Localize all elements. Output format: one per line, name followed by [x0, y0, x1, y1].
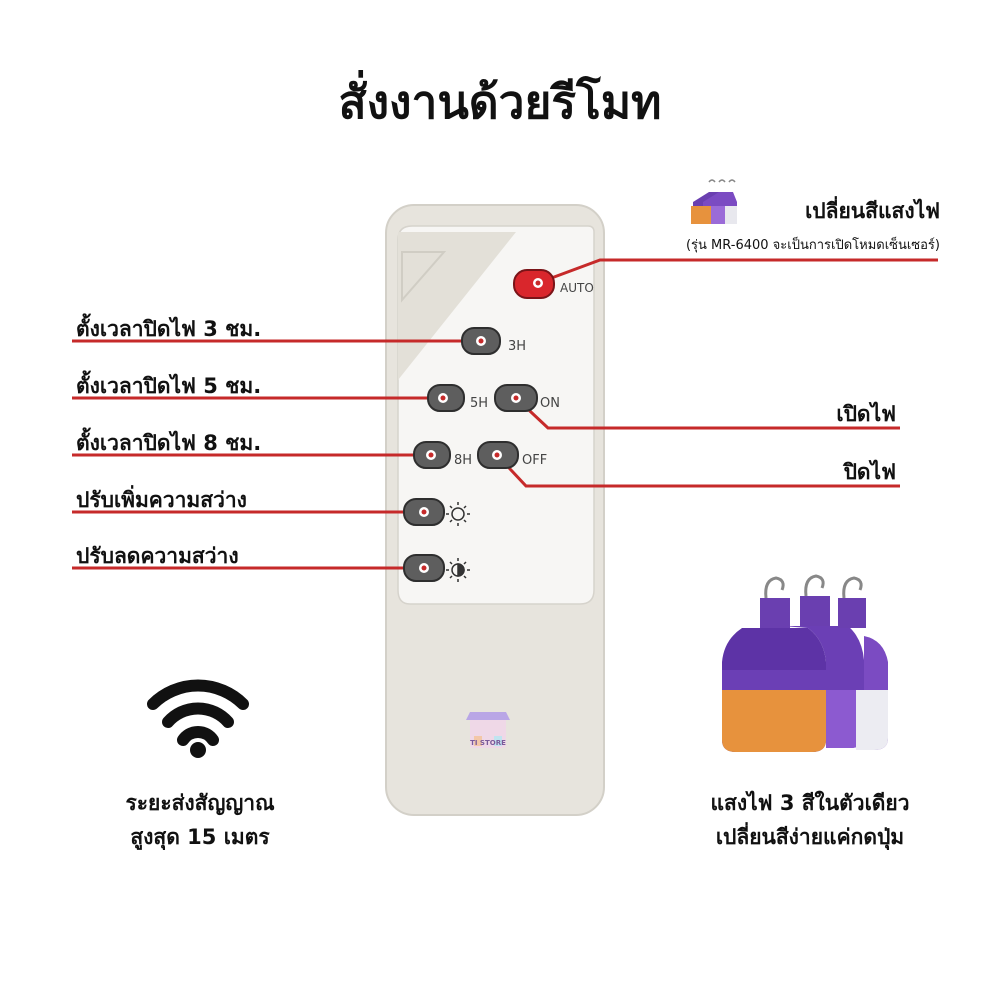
- sun-icon: [446, 502, 470, 526]
- range-line-2: สูงสุด 15 เมตร: [130, 825, 270, 849]
- button-brightness-down[interactable]: [403, 554, 445, 582]
- button-5h[interactable]: [427, 384, 465, 412]
- label-change-color: เปลี่ยนสีแสงไฟ: [805, 199, 940, 223]
- wifi-dot: [190, 742, 206, 758]
- label-brightness-up: ปรับเพิ่มความสว่าง: [76, 488, 247, 512]
- remote-accent: [398, 232, 516, 380]
- label-change-color-note: (รุ่น MR-6400 จะเป็นการเปิดโหมดเซ็นเซอร์…: [685, 238, 940, 253]
- wifi-icon: [147, 679, 249, 746]
- label-timer-8h: ตั้งเวลาปิดไฟ 8 ชม.: [76, 431, 262, 455]
- button-8h[interactable]: [413, 441, 451, 469]
- remote-label-8h: 8H: [454, 453, 472, 468]
- label-power-on: เปิดไฟ: [836, 402, 896, 426]
- label-timer-3h: ตั้งเวลาปิดไฟ 3 ชม.: [76, 317, 262, 341]
- color-line-2: เปลี่ยนสีง่ายแค่กดปุ่ม: [715, 825, 905, 849]
- store-logo: TI STORE: [466, 712, 510, 748]
- remote-buttons: [403, 269, 555, 582]
- auto-button[interactable]: [513, 269, 555, 299]
- range-line-1: ระยะส่งสัญญาณ: [125, 791, 275, 815]
- page-title: สั่งงานด้วยรีโมท: [338, 75, 662, 129]
- remote-label-5h: 5H: [470, 396, 488, 411]
- remote-label-3h: 3H: [508, 339, 526, 354]
- bulb-middle: [782, 574, 864, 748]
- range-caption: ระยะส่งสัญญาณ สูงสุด 15 เมตร: [60, 786, 340, 854]
- remote-accent-outline: [401, 251, 447, 303]
- remote-label-on: ON: [540, 396, 560, 411]
- button-brightness-up[interactable]: [403, 498, 445, 526]
- store-logo-text: TI STORE: [470, 739, 506, 747]
- label-power-off: ปิดไฟ: [843, 460, 896, 484]
- bulb-right: [838, 576, 888, 750]
- bulb-left: [722, 576, 826, 752]
- remote-label-auto: AUTO: [560, 281, 594, 295]
- remote-label-off: OFF: [522, 453, 547, 468]
- callout-lines: [72, 258, 938, 570]
- label-timer-5h: ตั้งเวลาปิดไฟ 5 ชม.: [76, 374, 262, 398]
- remote-control: [385, 204, 605, 816]
- color-caption: แสงไฟ 3 สีในตัวเดียว เปลี่ยนสีง่ายแค่กดป…: [650, 786, 970, 854]
- remote-panel: [397, 225, 595, 605]
- bulb-icon: [722, 574, 888, 752]
- label-brightness-down: ปรับลดความสว่าง: [76, 544, 239, 568]
- color-line-1: แสงไฟ 3 สีในตัวเดียว: [710, 791, 910, 815]
- button-on[interactable]: [494, 384, 538, 412]
- line-auto: [537, 258, 938, 285]
- button-off[interactable]: [477, 441, 519, 469]
- button-3h[interactable]: [461, 327, 501, 355]
- bulb-small-icon: [691, 179, 737, 224]
- half-sun-icon: [446, 558, 470, 582]
